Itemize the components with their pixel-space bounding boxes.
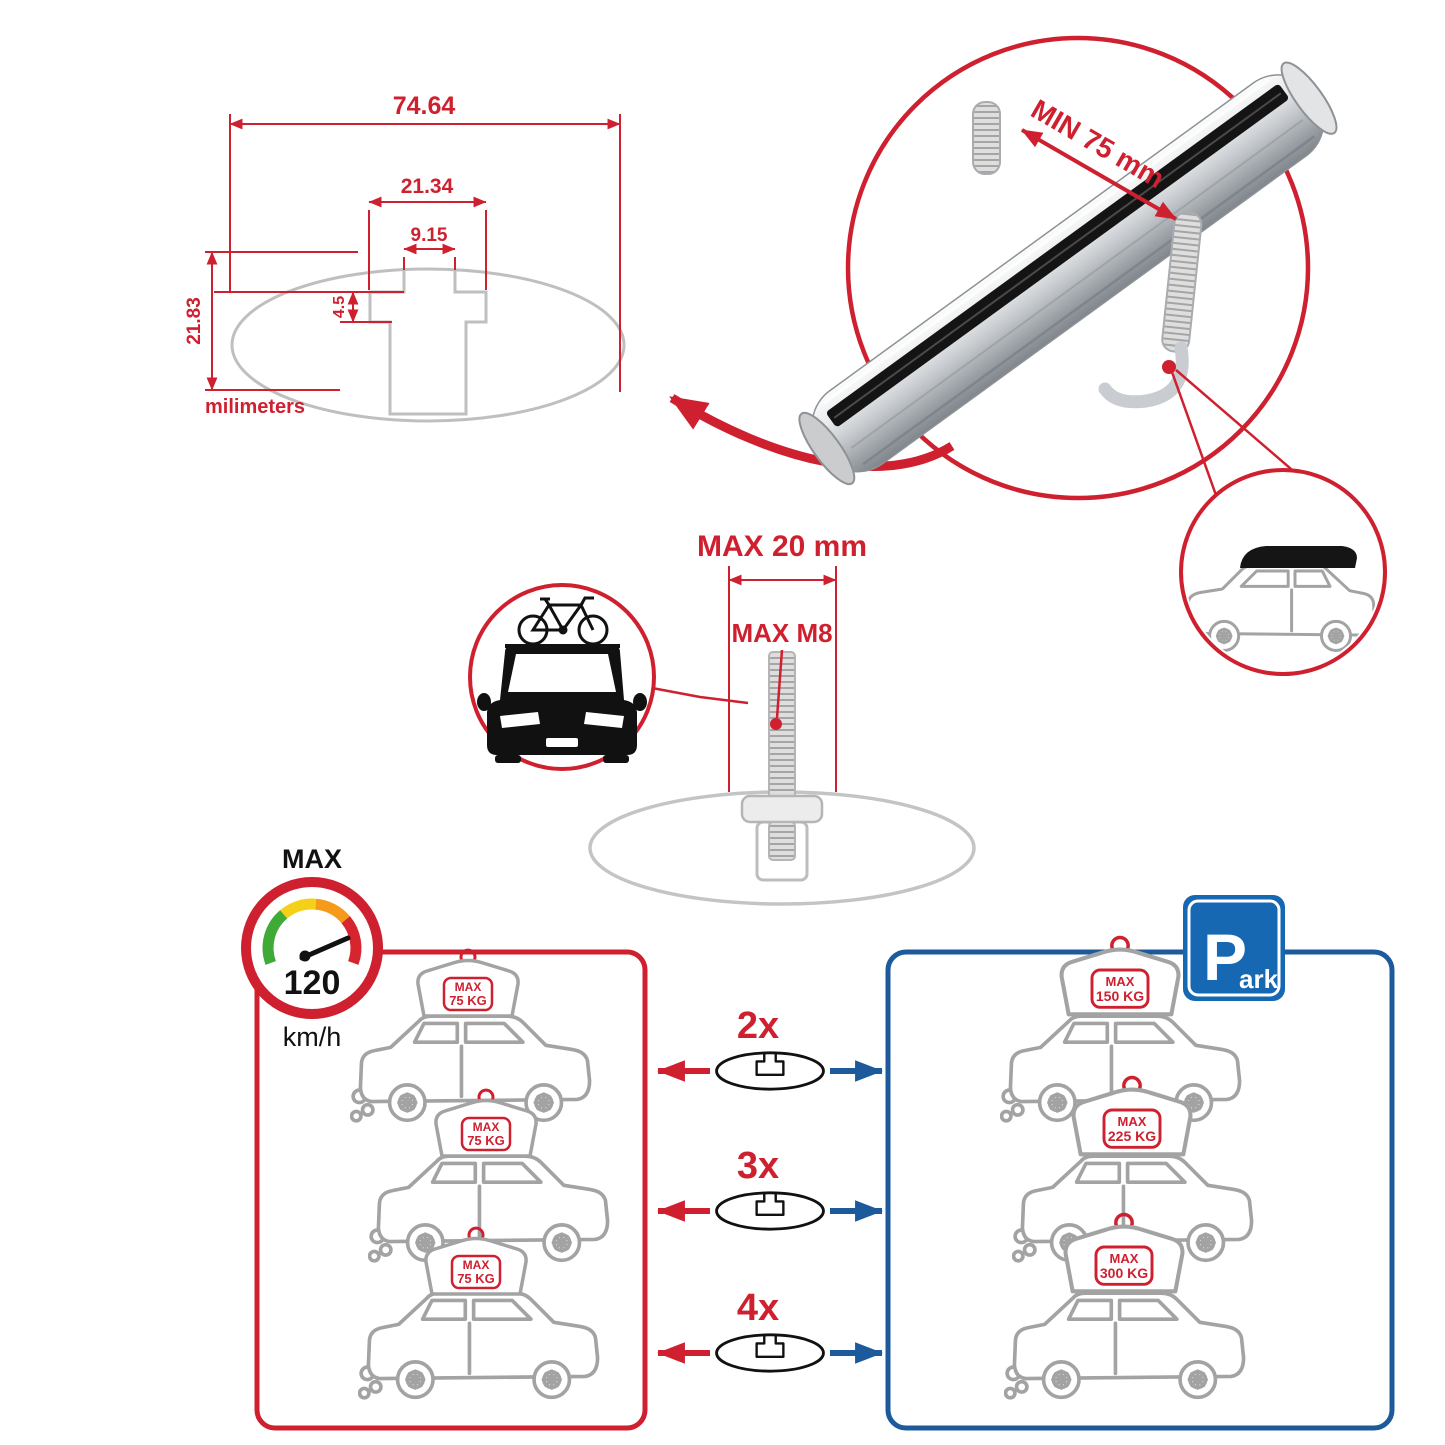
load-tag-max: MAX [463,1258,490,1272]
dim-height-label: 21.83 [184,297,205,345]
quantity-label: 3x [737,1145,779,1187]
load-tag-value: 75 KG [449,993,487,1008]
park-sign-border [1187,899,1281,997]
t-nut-plate [740,794,824,824]
load-tag-value: 75 KG [467,1133,505,1148]
u-bolt-rod-rear [972,101,1001,175]
bolt-dimension-lines [728,566,837,792]
right-panel-cars: MAX 150 KG MAX 225 KG MAX 300 KG [1000,937,1254,1400]
u-bolt-rod-front [1161,211,1203,353]
roofbox-car-circle [1179,468,1387,676]
gauge-value: 120 [284,964,341,1002]
load-tag-max: MAX [455,980,482,994]
gauge-arc [262,898,362,965]
crossbar-profile-icon [715,1051,825,1091]
gauge-pivot [299,950,311,962]
load-tag-value: 300 KG [1100,1265,1148,1281]
gauge-units: km/h [283,1022,342,1052]
quantity-row-2x: 2x [656,1005,884,1091]
crossbar-profile-icon [715,1191,825,1231]
bolt-detail: MAX 20 mm MAX M8 [468,530,976,906]
roof-box-icon [1240,546,1357,568]
min-clamp-arrow [1020,128,1178,221]
quantity-label: 4x [737,1287,779,1329]
left-panel-cars: MAX 75 KG MAX 75 KG MAX 75 KG [350,948,610,1400]
quantity-label: 2x [737,1005,779,1047]
technical-drawing: 74.64 21.34 9.15 4.5 21.83 milimeters [184,92,626,423]
callout-dot [1162,360,1176,374]
load-tag-value: 225 KG [1108,1128,1156,1144]
load-tag-value: 150 KG [1096,988,1144,1004]
bike-callout-line [651,686,749,705]
car-front-icon [477,644,647,763]
u-bolt-bend [1098,341,1189,409]
gauge-title: MAX [282,844,342,874]
load-tag-max: MAX [1110,1251,1139,1266]
crossbar-detail-circle: MIN 75 mm [669,35,1342,513]
dim-mid-width-label: 21.34 [401,175,454,198]
dim-slot-depth-label: 4.5 [331,296,348,318]
max-thread-label: MAX M8 [731,618,832,648]
load-tag-max: MAX [1106,974,1135,989]
bike-car-circle [468,583,749,771]
dim-total-width-label: 74.64 [393,92,456,120]
park-sign-letter: P [1203,920,1247,994]
dim-slot-width-label: 9.15 [411,225,448,246]
speed-gauge: MAX 120 km/h [241,844,383,1052]
thread-dot [770,718,782,730]
park-sign-suffix: ark [1239,964,1279,994]
quantity-row-3x: 3x [656,1145,884,1231]
quantity-rows: 2x 3x 4x [656,1005,884,1373]
load-tag-max: MAX [473,1120,500,1134]
bolt-shaft-lower [768,821,796,861]
load-tag-value: 75 KG [457,1271,495,1286]
load-tag-max: MAX [1118,1114,1147,1129]
dimension-lines [205,114,621,392]
park-sign-plate [1183,895,1285,1001]
callout-line-left [1170,371,1219,499]
park-sign: P ark [1183,895,1285,1001]
crossbar-profile-icon [715,1333,825,1373]
max-length-label: MAX 20 mm [697,530,867,563]
quantity-row-4x: 4x [656,1287,884,1373]
units-label: milimeters [205,396,305,418]
